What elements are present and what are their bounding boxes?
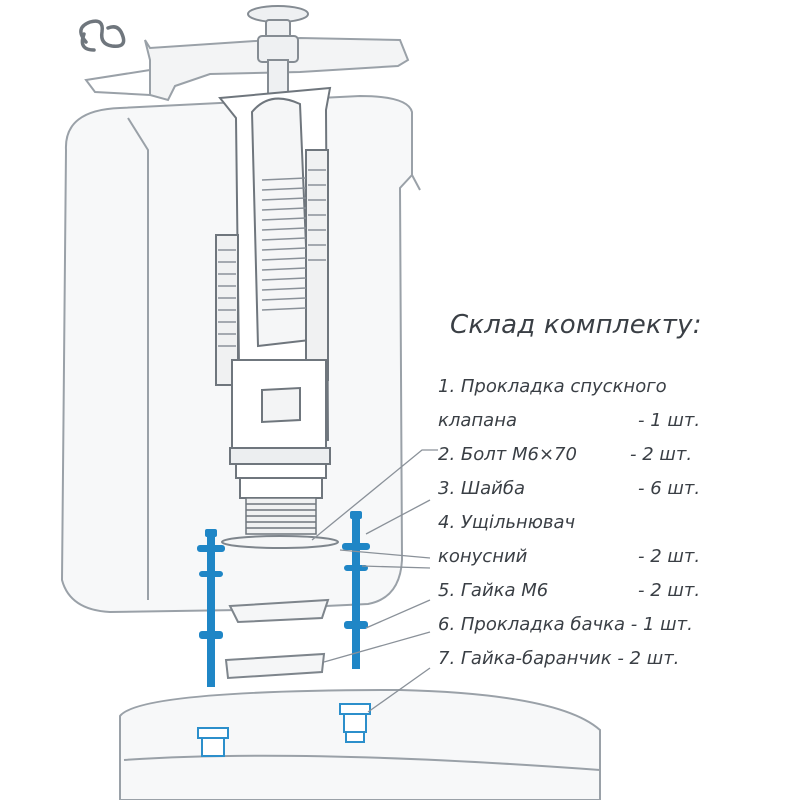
tank-gasket — [228, 598, 330, 624]
rubber-seal — [224, 652, 326, 680]
wing-nut-right — [339, 703, 371, 743]
kit-title: Склад комплекту: — [450, 310, 702, 340]
kit-item-qty: - 1 шт. — [638, 410, 701, 431]
kit-item-label: 1. Прокладка спускного — [438, 376, 667, 397]
kit-item-qty: - 6 шт. — [638, 478, 701, 499]
kit-item-label: 3. Шайба — [438, 478, 526, 499]
valve-ribs — [218, 169, 326, 347]
kit-item-label: 5. Гайка М6 — [438, 580, 549, 601]
toilet-bowl — [119, 688, 601, 800]
kit-item-label: конусний — [438, 546, 528, 567]
valve-thread — [245, 497, 317, 535]
infinity-logo-icon — [79, 19, 126, 52]
kit-item-qty: - 2 шт. — [638, 546, 701, 567]
kit-item-label: 6. Прокладка бачка - 1 шт. — [438, 614, 693, 635]
kit-item-label: 7. Гайка-баранчик - 2 шт. — [438, 648, 680, 669]
kit-item-qty: - 2 шт. — [630, 444, 693, 465]
wing-nut-left — [197, 727, 229, 757]
kit-item-label: клапана — [438, 410, 518, 431]
leader-lines — [311, 449, 438, 713]
kit-item-label: 4. Ущільнювач — [438, 512, 576, 533]
kit-item-label: 2. Болт М6×70 — [438, 444, 577, 465]
tank-lid — [84, 36, 410, 102]
flush-button — [247, 5, 309, 101]
bolt-m6x70-left — [197, 529, 225, 687]
kit-item-qty: - 2 шт. — [638, 580, 701, 601]
valve-lower-housing — [229, 359, 331, 499]
bolt-m6x70-right — [342, 511, 370, 669]
flush-valve-gasket — [221, 535, 339, 549]
